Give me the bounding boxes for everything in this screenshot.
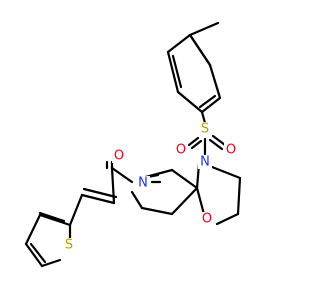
structure-svg: O N N O S O O S — [24, 21, 242, 268]
carbonyl-oxygen-label: O — [114, 149, 124, 164]
enone-linker — [68, 160, 134, 227]
molecule-diagram: O N N O S O O S — [24, 21, 242, 268]
sulfonyl-group — [187, 110, 227, 156]
sulfonyl-sulfur-label: S — [201, 122, 209, 137]
thiophene-ring — [24, 211, 72, 268]
sulfonamide-nitrogen-label: N — [200, 155, 210, 170]
thiophene-sulfur-label: S — [65, 238, 73, 253]
sulfonyl-oxygen-left-label: O — [176, 143, 186, 158]
atom-labels: O N N O S O O S — [62, 122, 238, 253]
ring-oxygen-label: O — [202, 212, 212, 227]
amide-nitrogen-label: N — [138, 176, 148, 191]
tolyl-ring — [166, 21, 222, 114]
sulfonyl-oxygen-right-label: O — [226, 143, 236, 158]
